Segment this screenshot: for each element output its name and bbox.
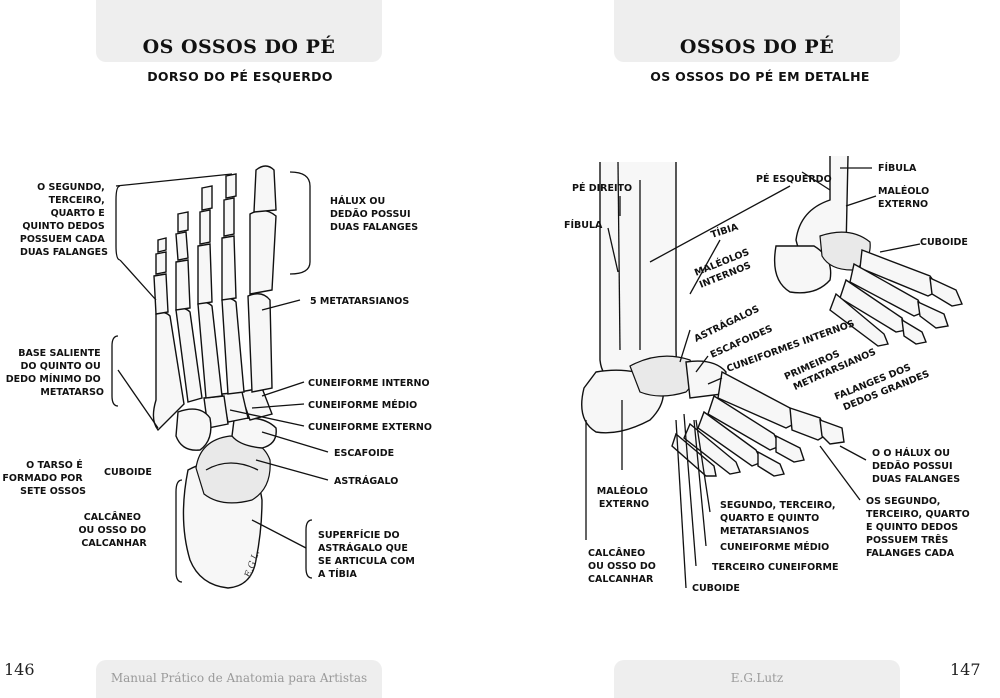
feet-bones-drawing — [581, 155, 963, 477]
foot-bones-drawing: E.G.L. — [152, 165, 277, 589]
label-superficie: SUPERFÍCIE DO ASTRÁGALO QUE SE ARTICULA … — [318, 529, 418, 580]
left-footer-text: Manual Prático de Anatomia para Artistas — [110, 671, 368, 685]
label-fibula-left: FÍBULA — [564, 219, 603, 231]
right-page-subtitle: OS OSSOS DO PÉ EM DETALHE — [650, 69, 870, 84]
label-fibula-right: FÍBULA — [878, 162, 917, 174]
detailed-foot-illustration: PÉ DIREITO FÍBULA PÉ ESQUERDO FÍBULA MAL… — [564, 155, 973, 594]
label-cuneiforme-externo: CUNEIFORME EXTERNO — [308, 422, 432, 433]
label-calcaneo: CALCÂNEO OU OSSO DO CALCANHAR — [78, 511, 149, 549]
label-segundo: O SEGUNDO, TERCEIRO, QUARTO E QUINTO DED… — [20, 182, 108, 258]
right-page-title: OSSOS DO PÉ — [679, 36, 835, 58]
left-footer-box: Manual Prático de Anatomia para Artistas — [96, 660, 382, 698]
right-title-box: OSSOS DO PÉ — [614, 0, 900, 62]
label-metatarsianos: 5 METATARSIANOS — [310, 296, 409, 307]
label-cuneiforme-medio: CUNEIFORME MÉDIO — [308, 399, 417, 411]
label-base-saliente: BASE SALIENTE DO QUINTO OU DEDO MÍNIMO D… — [6, 348, 104, 398]
label-maleolo-externo-top: MALÉOLO EXTERNO — [878, 185, 933, 210]
label-cuboide-top: CUBOIDE — [920, 237, 968, 248]
label-tarso: O TARSO É FORMADO POR SETE OSSOS — [2, 459, 86, 497]
label-cuneiforme-interno: CUNEIFORME INTERNO — [308, 378, 430, 389]
leader-lines — [585, 167, 921, 589]
left-page: OS OSSOS DO PÉ DORSO DO PÉ ESQUERDO — [2, 0, 432, 698]
left-page-title: OS OSSOS DO PÉ — [142, 36, 336, 58]
label-maleolos-internos: MALÉOLOS INTERNOS — [693, 245, 759, 291]
label-cuboide: CUBOIDE — [104, 467, 152, 478]
label-calcaneo-right: CALCÂNEO OU OSSO DO CALCANHAR — [588, 547, 659, 585]
label-terceiro-cuneiforme: TERCEIRO CUNEIFORME — [712, 562, 838, 573]
label-cuboide-bottom: CUBOIDE — [692, 583, 740, 594]
right-footer-text: E.G.Lutz — [730, 671, 784, 685]
label-pe-direito: PÉ DIREITO — [572, 182, 632, 194]
left-page-number: 146 — [4, 660, 35, 679]
dorsal-foot-illustration: E.G.L. O SEGU — [2, 165, 432, 589]
right-footer-box: E.G.Lutz — [614, 660, 900, 698]
label-maleolo-externo: MALÉOLO EXTERNO — [597, 485, 652, 510]
leader-lines — [111, 171, 329, 583]
label-halux-right: O O HÁLUX OU DEDÃO POSSUI DUAS FALANGES — [872, 447, 960, 485]
label-cuneiforme-medio-right: CUNEIFORME MÉDIO — [720, 541, 829, 553]
left-page-subtitle: DORSO DO PÉ ESQUERDO — [147, 69, 333, 84]
label-halux: HÁLUX OU DEDÃO POSSUI DUAS FALANGES — [330, 195, 418, 233]
right-page: OSSOS DO PÉ OS OSSOS DO PÉ EM DETALHE — [500, 0, 1000, 698]
label-astragalo: ASTRÁGALO — [334, 475, 398, 487]
label-os-segundo: OS SEGUNDO, TERCEIRO, QUARTO E QUINTO DE… — [866, 496, 973, 559]
right-page-number: 147 — [950, 660, 981, 679]
label-tibia: TÍBIA — [709, 221, 740, 241]
label-escafoide: ESCAFOIDE — [334, 448, 394, 459]
label-segundo-metatarsianos: SEGUNDO, TERCEIRO, QUARTO E QUINTO METAT… — [720, 500, 839, 537]
label-pe-esquerdo: PÉ ESQUERDO — [756, 173, 832, 185]
left-title-box: OS OSSOS DO PÉ — [96, 0, 382, 62]
